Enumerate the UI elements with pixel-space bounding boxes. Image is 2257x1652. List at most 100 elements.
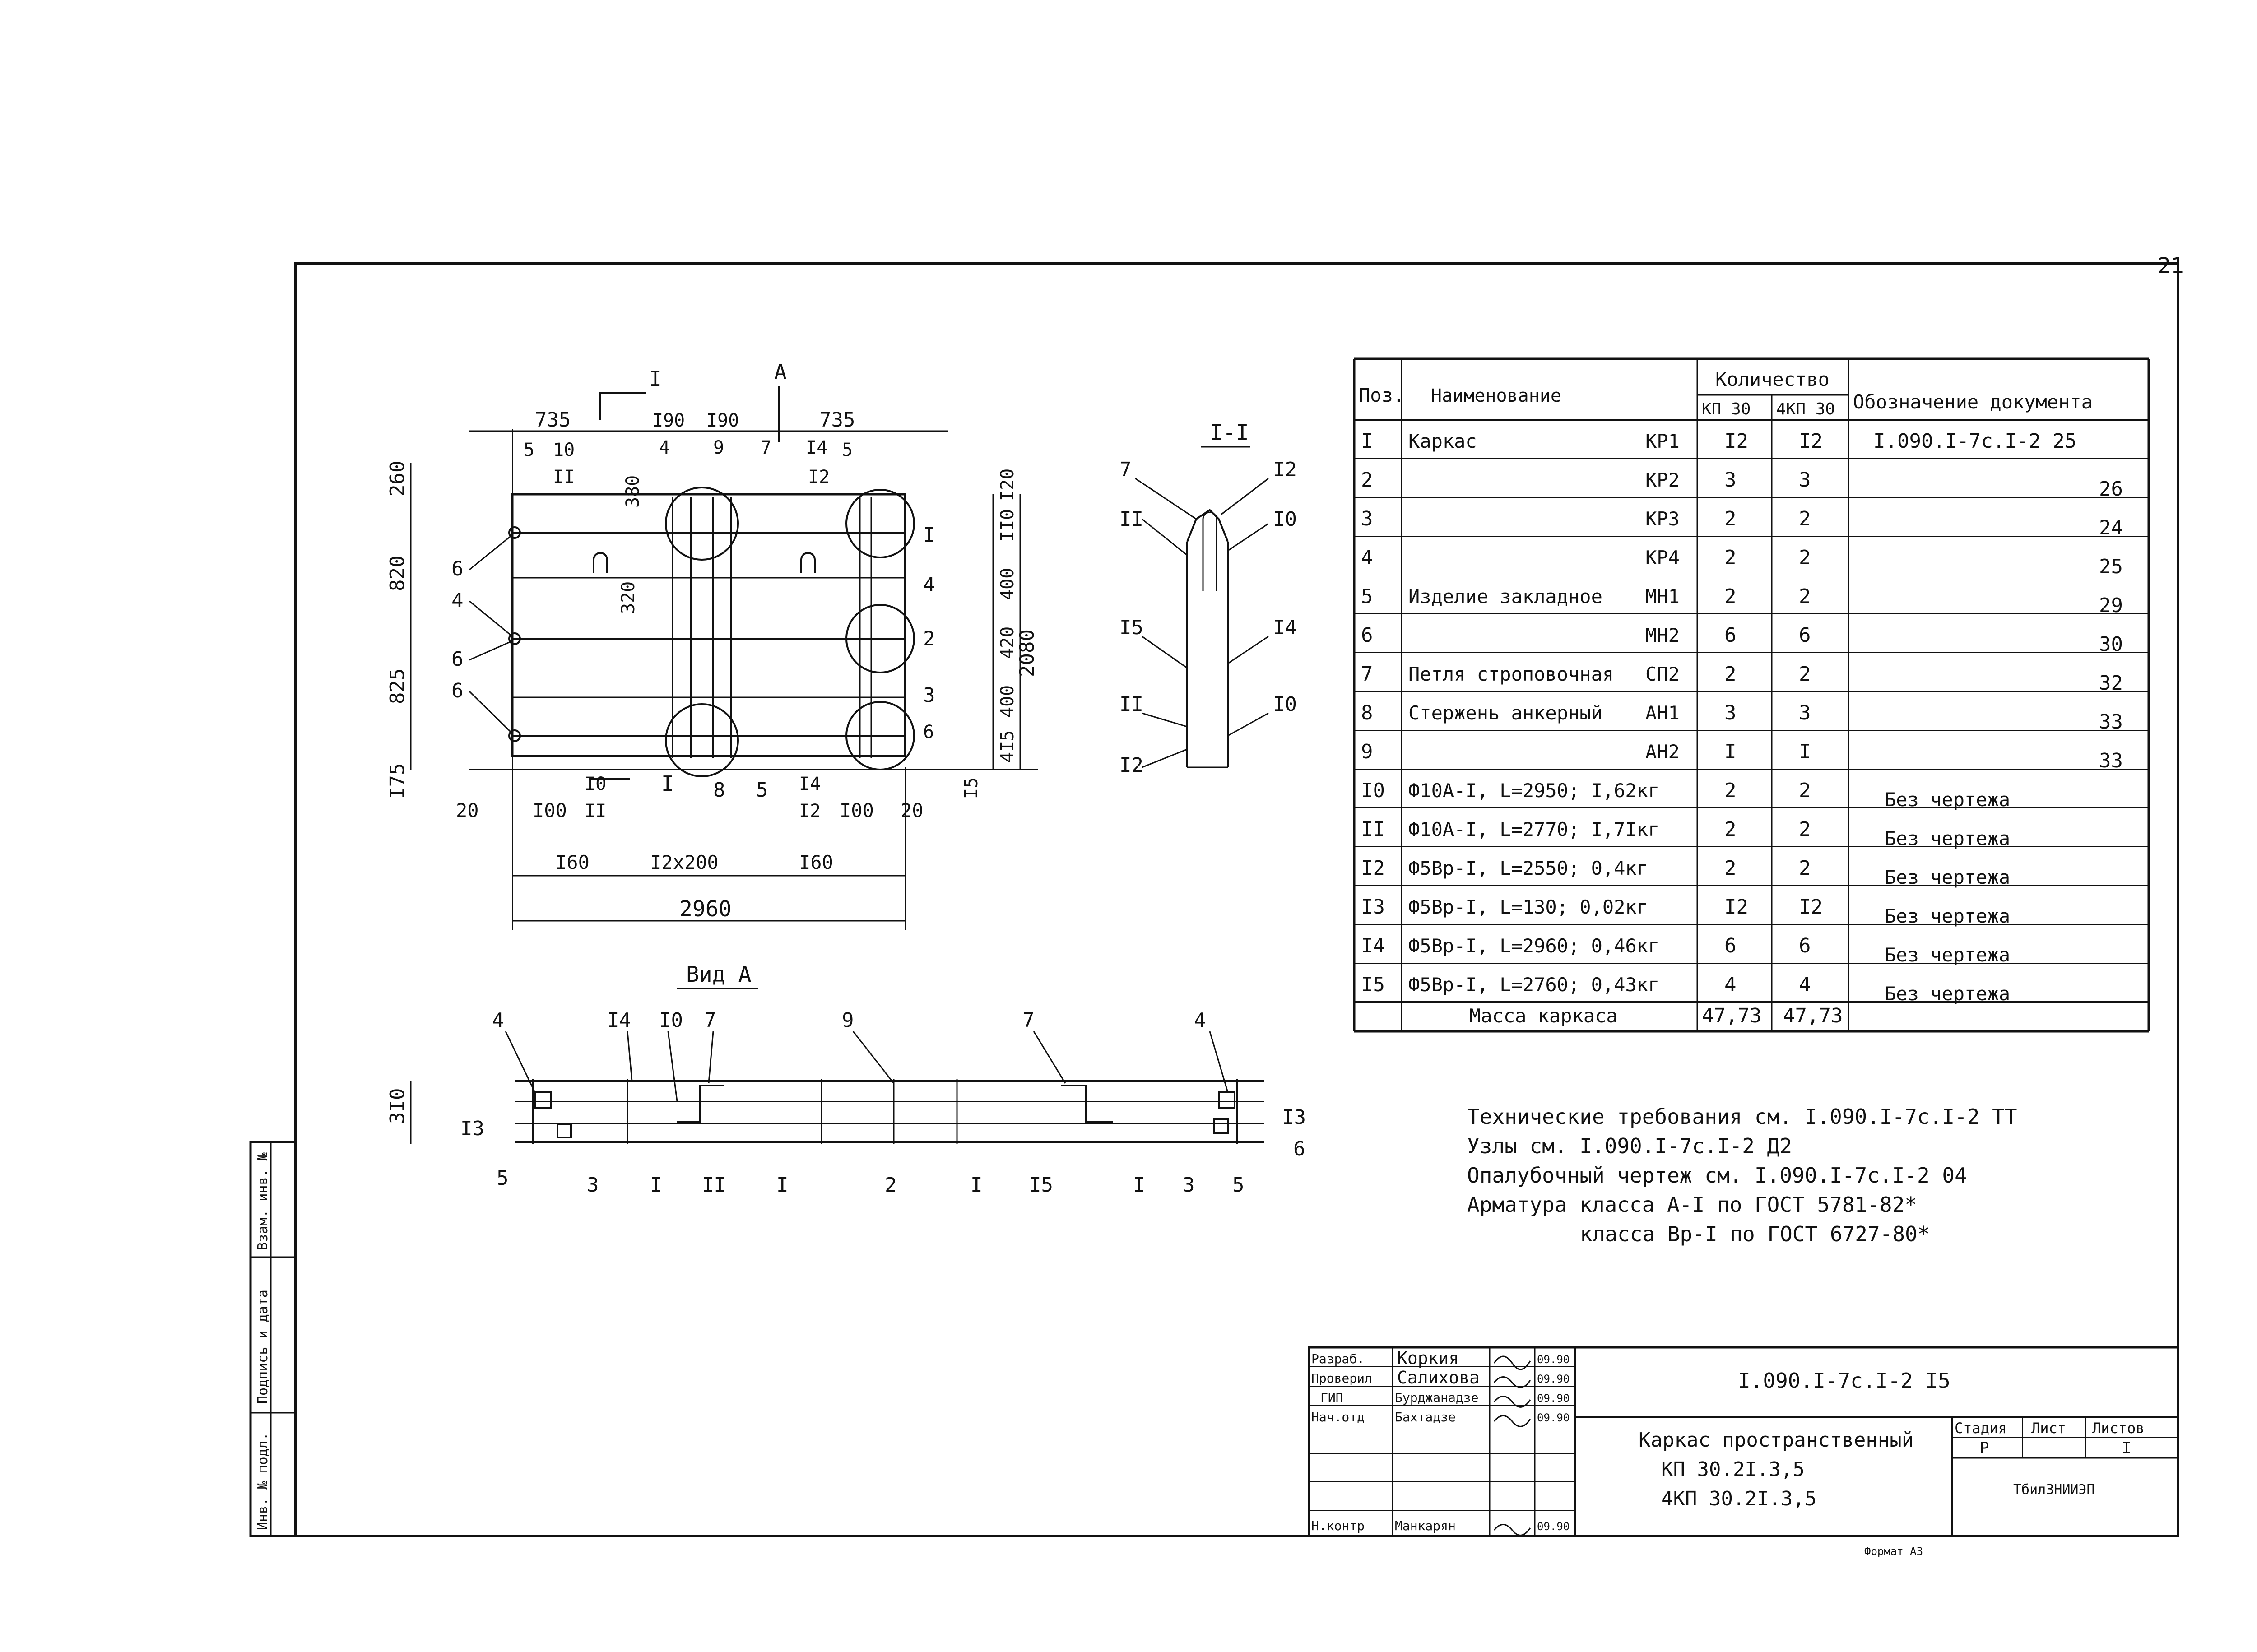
spec-row-doc: Без чертежа [1885, 866, 2010, 888]
spec-row-qty-kp: I2 [1724, 430, 1748, 453]
svg-text:класса Вр-I по ГОСТ 6727-80*: класса Вр-I по ГОСТ 6727-80* [1580, 1222, 1930, 1246]
spec-header-doc: Обозначение документа [1853, 391, 2093, 413]
spec-row-doc: 32 [2099, 672, 2123, 695]
svg-text:9: 9 [842, 1009, 854, 1032]
spec-row-name: Ф10А-I, L=2770; I,7Iкг [1408, 818, 1659, 840]
spec-header-pos: Поз. [1359, 384, 1404, 406]
spec-row-name: Изделие закладное [1408, 585, 1602, 608]
svg-text:I5: I5 [1119, 616, 1143, 639]
spec-header-name: Наименование [1431, 385, 1561, 406]
svg-text:4: 4 [923, 573, 935, 596]
svg-text:7: 7 [1022, 1009, 1035, 1032]
spec-row-name: Ф5Вр-I, L=130; 0,02кг [1408, 896, 1648, 918]
spec-header-qty-kp: КП 30 [1702, 400, 1751, 418]
svg-text:6: 6 [451, 557, 464, 580]
svg-text:II: II [553, 467, 575, 487]
section-title: I-I [1210, 420, 1249, 445]
title-block: Разраб. Проверил ГИП Нач.отд Н.контр Кор… [1308, 1346, 2179, 1537]
spec-row-doc: 25 [2099, 555, 2123, 578]
spec-row-qty-4kp: 3 [1799, 469, 1811, 492]
spec-row-doc: Без чертежа [1885, 983, 2010, 1005]
svg-text:Проверил: Проверил [1311, 1371, 1372, 1386]
svg-text:10: 10 [553, 440, 575, 460]
sheet-frame [294, 262, 2179, 1537]
svg-text:09.90: 09.90 [1537, 1411, 1570, 1424]
node-circle [845, 489, 915, 558]
svg-text:400: 400 [997, 568, 1018, 600]
svg-text:Разраб.: Разраб. [1311, 1351, 1365, 1366]
spec-row-qty-4kp: 2 [1799, 818, 1811, 841]
svg-text:6: 6 [1293, 1137, 1305, 1160]
svg-text:400: 400 [997, 685, 1018, 718]
svg-text:Узлы см. I.090.I-7с.I-2 Д2: Узлы см. I.090.I-7с.I-2 Д2 [1467, 1134, 1792, 1158]
svg-text:I2: I2 [799, 801, 821, 821]
side-stamp: Инв. № подл. Подпись и дата Взам. инв. № [249, 1141, 297, 1537]
spec-row-pos: 4 [1361, 546, 1373, 569]
svg-text:5: 5 [756, 779, 768, 802]
view-a-title: Вид А [686, 962, 752, 987]
spec-row-qty-kp: I [1724, 740, 1737, 763]
drawing-designation: I.090.I-7с.I-2 I5 [1738, 1369, 1950, 1393]
svg-text:I60: I60 [555, 851, 590, 873]
svg-text:4: 4 [492, 1009, 504, 1032]
svg-text:Подпись и дата: Подпись и дата [255, 1290, 271, 1404]
svg-text:4: 4 [451, 589, 464, 612]
svg-text:I: I [661, 771, 674, 796]
svg-text:I3: I3 [1282, 1106, 1306, 1129]
svg-text:I: I [776, 1174, 789, 1197]
svg-text:I75: I75 [386, 763, 409, 799]
svg-text:825: 825 [386, 668, 409, 704]
svg-text:I0: I0 [659, 1009, 683, 1032]
spec-row-name: Каркас [1408, 430, 1477, 452]
spec-row-pos: I2 [1361, 857, 1385, 880]
spec-row-qty-4kp: 2 [1799, 546, 1811, 569]
view-a: Вид А 3I0 4 I4 I0 7 9 7 4 I3 5 [386, 962, 1306, 1197]
svg-text:Лист: Лист [2031, 1420, 2066, 1437]
spec-row-pos: 3 [1361, 507, 1373, 530]
svg-text:Р: Р [1979, 1439, 1989, 1457]
svg-text:I2: I2 [1119, 754, 1143, 777]
svg-text:320: 320 [618, 581, 639, 614]
spec-row-mark: КР1 [1645, 430, 1680, 452]
svg-text:09.90: 09.90 [1537, 1353, 1570, 1366]
svg-text:Коркия: Коркия [1397, 1348, 1459, 1368]
spec-row-mark: СП2 [1645, 663, 1680, 685]
spec-row-mark: КР4 [1645, 547, 1680, 569]
spec-row-pos: 5 [1361, 585, 1373, 608]
spec-row-qty-4kp: 2 [1799, 663, 1811, 686]
spec-header-qty: Количество [1715, 368, 1830, 390]
spec-row-qty-kp: 6 [1724, 624, 1737, 647]
spec-row-qty-kp: 2 [1724, 507, 1737, 530]
svg-text:I90: I90 [652, 410, 685, 431]
spec-row-pos: 7 [1361, 663, 1373, 686]
svg-text:I4: I4 [799, 774, 821, 794]
node-circle [665, 703, 739, 777]
spec-row-qty-kp: 3 [1724, 701, 1737, 724]
spec-row-name: Ф5Вр-I, L=2760; 0,43кг [1408, 974, 1659, 996]
svg-text:Бурджанадзе: Бурджанадзе [1395, 1390, 1478, 1405]
svg-text:5: 5 [1232, 1174, 1245, 1197]
spec-row-qty-kp: 2 [1724, 546, 1737, 569]
spec-row-qty-4kp: 2 [1799, 507, 1811, 530]
svg-text:09.90: 09.90 [1537, 1392, 1570, 1405]
format-label: Формат А3 [1864, 1545, 1923, 1558]
spec-row-pos: I [1361, 430, 1373, 453]
svg-text:I4: I4 [607, 1009, 631, 1032]
spec-row-qty-4kp: I [1799, 740, 1811, 763]
svg-text:3: 3 [587, 1174, 599, 1197]
spec-row-pos: 6 [1361, 624, 1373, 647]
spec-row-mark: КР2 [1645, 469, 1680, 491]
spec-row-qty-4kp: I2 [1799, 896, 1823, 919]
spec-row-mark: МН1 [1645, 585, 1680, 608]
spec-row-qty-kp: 6 [1724, 934, 1737, 957]
spec-row-doc: 26 [2099, 478, 2123, 501]
svg-text:I90: I90 [706, 410, 739, 431]
spec-row-name: Стержень анкерный [1408, 702, 1602, 724]
spec-row-pos: 8 [1361, 701, 1373, 724]
svg-text:380: 380 [622, 475, 643, 508]
svg-text:I: I [2122, 1439, 2132, 1457]
svg-text:20: 20 [456, 799, 479, 821]
svg-text:Взам. инв. №: Взам. инв. № [255, 1152, 271, 1250]
svg-text:260: 260 [386, 461, 409, 497]
svg-text:I60: I60 [799, 851, 833, 873]
